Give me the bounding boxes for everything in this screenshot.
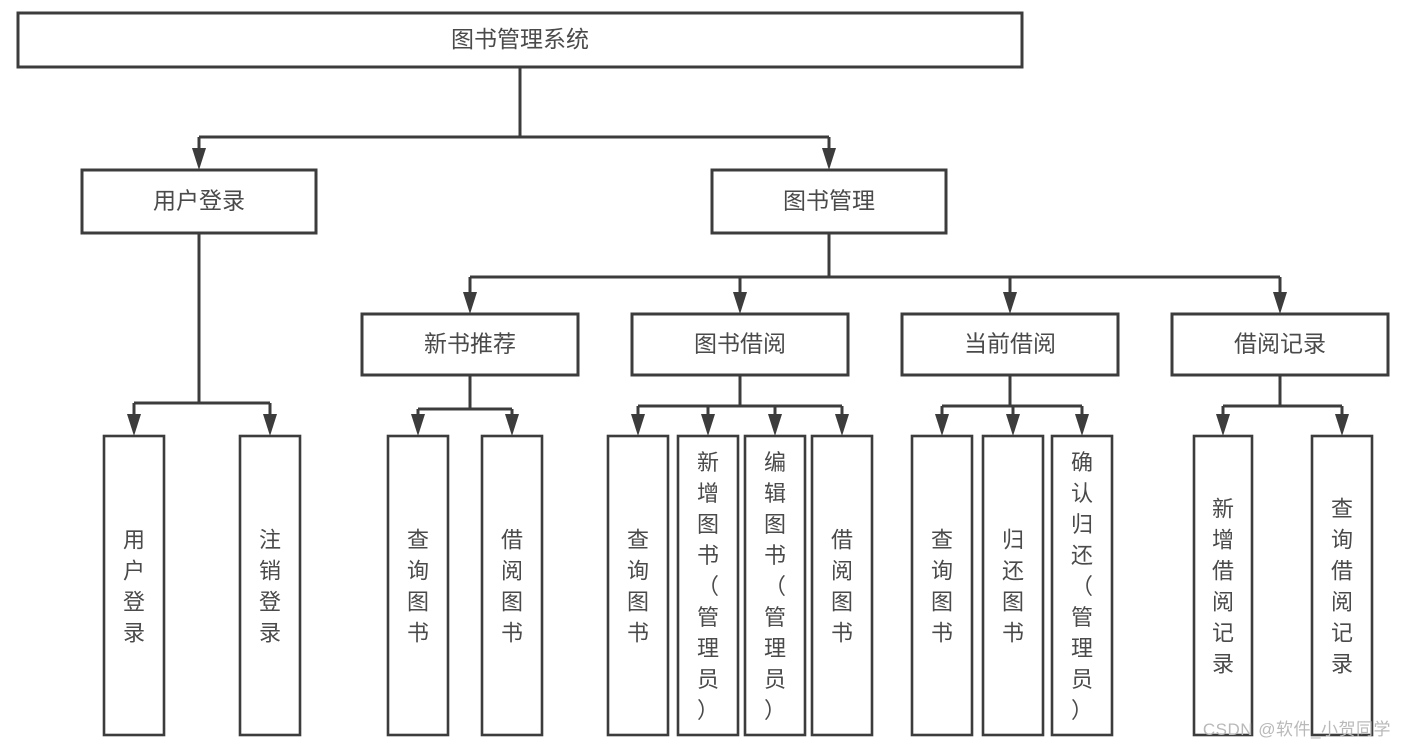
node-label-user-login: 用户登录 bbox=[153, 188, 245, 214]
arrow-head-icon bbox=[1075, 414, 1089, 436]
node-leaf-user-login[interactable]: 用户登录 bbox=[102, 434, 166, 737]
node-box-user-login[interactable] bbox=[80, 168, 318, 235]
arrow-head-icon bbox=[263, 414, 277, 436]
node-leaf-query-book-2[interactable]: 查询图书 bbox=[606, 434, 670, 737]
arrow-head-icon bbox=[411, 414, 425, 436]
node-label-leaf-borrow-book-2: 借阅图书 bbox=[831, 528, 853, 646]
node-box-leaf-query-book-2[interactable] bbox=[606, 434, 670, 737]
node-box-leaf-user-login[interactable] bbox=[102, 434, 166, 737]
arrow-head-icon bbox=[1216, 414, 1230, 436]
node-box-leaf-edit-book[interactable] bbox=[743, 434, 807, 737]
node-leaf-query-book-3[interactable]: 查询图书 bbox=[910, 434, 974, 737]
node-box-leaf-query-book-1[interactable] bbox=[386, 434, 450, 737]
node-label-new-book-recommend: 新书推荐 bbox=[424, 331, 516, 357]
node-box-current-borrow[interactable] bbox=[900, 312, 1120, 377]
node-box-leaf-query-book-3[interactable] bbox=[910, 434, 974, 737]
node-box-leaf-confirm-return[interactable] bbox=[1050, 434, 1114, 737]
node-root[interactable]: 图书管理系统 bbox=[16, 11, 1024, 69]
node-book-borrow[interactable]: 图书借阅 bbox=[630, 312, 850, 377]
node-leaf-edit-book[interactable]: 编辑图书（管理员） bbox=[743, 434, 807, 737]
node-leaf-user-logout[interactable]: 注销登录 bbox=[238, 434, 302, 737]
arrow-head-icon bbox=[127, 414, 141, 436]
node-label-leaf-return-book: 归还图书 bbox=[1002, 528, 1024, 646]
arrow-head-icon bbox=[463, 292, 477, 314]
arrow-head-icon bbox=[1335, 414, 1349, 436]
node-borrow-record[interactable]: 借阅记录 bbox=[1170, 312, 1390, 377]
node-leaf-borrow-book-2[interactable]: 借阅图书 bbox=[810, 434, 874, 737]
arrow-head-icon bbox=[1006, 414, 1020, 436]
connector-group-new-book-recommend bbox=[411, 375, 519, 436]
node-label-leaf-query-book-1: 查询图书 bbox=[407, 528, 429, 646]
node-book-management[interactable]: 图书管理 bbox=[710, 168, 948, 235]
node-leaf-return-book[interactable]: 归还图书 bbox=[981, 434, 1045, 737]
arrow-head-icon bbox=[768, 414, 782, 436]
node-box-leaf-borrow-book-2[interactable] bbox=[810, 434, 874, 737]
node-user-login[interactable]: 用户登录 bbox=[80, 168, 318, 235]
node-label-book-borrow: 图书借阅 bbox=[694, 331, 786, 357]
node-box-book-borrow[interactable] bbox=[630, 312, 850, 377]
arrow-head-icon bbox=[835, 414, 849, 436]
node-leaf-query-book-1[interactable]: 查询图书 bbox=[386, 434, 450, 737]
connector-group-current-borrow bbox=[935, 375, 1089, 436]
connector-group-book-management bbox=[463, 233, 1287, 314]
arrow-head-icon bbox=[192, 148, 206, 170]
node-label-leaf-query-record: 查询借阅记录 bbox=[1331, 497, 1353, 677]
connector-group-user-login bbox=[127, 233, 277, 436]
node-leaf-add-record[interactable]: 新增借阅记录 bbox=[1192, 434, 1254, 737]
node-label-leaf-borrow-book-1: 借阅图书 bbox=[501, 528, 523, 646]
node-box-leaf-add-book[interactable] bbox=[676, 434, 740, 737]
connector-layer bbox=[127, 67, 1349, 436]
node-box-book-management[interactable] bbox=[710, 168, 948, 235]
connector-group-root bbox=[192, 67, 836, 170]
node-label-leaf-user-logout: 注销登录 bbox=[259, 528, 281, 646]
node-box-leaf-user-logout[interactable] bbox=[238, 434, 302, 737]
node-box-new-book-recommend[interactable] bbox=[360, 312, 580, 377]
arrow-head-icon bbox=[733, 292, 747, 314]
arrow-head-icon bbox=[1003, 292, 1017, 314]
node-label-leaf-add-book: 新增图书（管理员） bbox=[697, 450, 719, 723]
node-label-leaf-query-book-3: 查询图书 bbox=[931, 528, 953, 646]
node-box-borrow-record[interactable] bbox=[1170, 312, 1390, 377]
connector-group-borrow-record bbox=[1216, 375, 1349, 436]
node-leaf-query-record[interactable]: 查询借阅记录 bbox=[1310, 434, 1374, 737]
node-label-leaf-add-record: 新增借阅记录 bbox=[1212, 497, 1234, 677]
arrow-head-icon bbox=[935, 414, 949, 436]
node-box-leaf-query-record[interactable] bbox=[1310, 434, 1374, 737]
arrow-head-icon bbox=[701, 414, 715, 436]
node-leaf-add-book[interactable]: 新增图书（管理员） bbox=[676, 434, 740, 737]
csdn-watermark: CSDN @软件_小贺同学 bbox=[1202, 720, 1391, 739]
node-new-book-recommend[interactable]: 新书推荐 bbox=[360, 312, 580, 377]
node-label-book-management: 图书管理 bbox=[783, 188, 875, 214]
node-label-leaf-query-book-2: 查询图书 bbox=[627, 528, 649, 646]
node-box-leaf-return-book[interactable] bbox=[981, 434, 1045, 737]
node-box-leaf-borrow-book-1[interactable] bbox=[480, 434, 544, 737]
node-label-leaf-user-login: 用户登录 bbox=[123, 528, 145, 646]
node-label-root: 图书管理系统 bbox=[451, 26, 589, 52]
node-label-leaf-edit-book: 编辑图书（管理员） bbox=[764, 450, 786, 723]
node-leaf-borrow-book-1[interactable]: 借阅图书 bbox=[480, 434, 544, 737]
node-leaf-confirm-return[interactable]: 确认归还（管理员） bbox=[1050, 434, 1114, 737]
arrow-head-icon bbox=[631, 414, 645, 436]
node-box-leaf-add-record[interactable] bbox=[1192, 434, 1254, 737]
connector-group-book-borrow bbox=[631, 375, 849, 436]
node-layer: 图书管理系统用户登录图书管理新书推荐图书借阅当前借阅借阅记录用户登录注销登录查询… bbox=[16, 11, 1390, 737]
arrow-head-icon bbox=[505, 414, 519, 436]
node-current-borrow[interactable]: 当前借阅 bbox=[900, 312, 1120, 377]
node-label-leaf-confirm-return: 确认归还（管理员） bbox=[1071, 450, 1093, 723]
node-label-borrow-record: 借阅记录 bbox=[1234, 331, 1326, 357]
node-label-current-borrow: 当前借阅 bbox=[964, 331, 1056, 357]
arrow-head-icon bbox=[1273, 292, 1287, 314]
node-box-root[interactable] bbox=[16, 11, 1024, 69]
arrow-head-icon bbox=[822, 148, 836, 170]
